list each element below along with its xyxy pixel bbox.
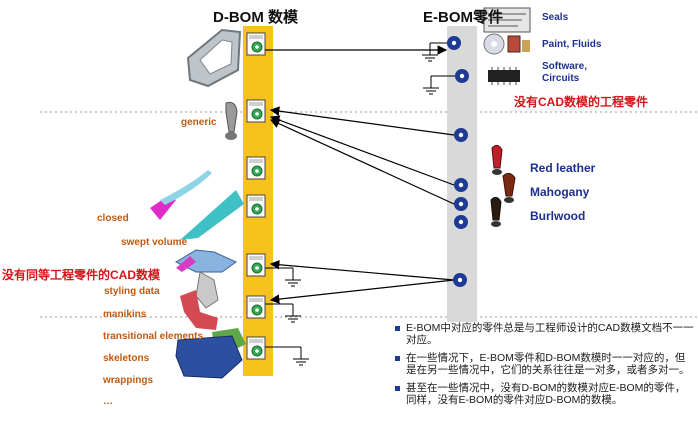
connection-arrow-6: [269, 279, 455, 304]
dbom-label-swept-volume: swept volume: [121, 237, 188, 248]
ebom-node-3: [454, 128, 468, 142]
ground-marker-dbom-2: [265, 303, 301, 323]
gear-hub: [255, 169, 259, 173]
gear-hub: [255, 45, 259, 49]
ebom-item-software: Software,: [542, 61, 588, 72]
dbom-label-manikins: manikins: [103, 309, 147, 320]
variant-mahogany: Mahogany: [530, 185, 590, 199]
dbom-label-ellipsis: …: [103, 396, 113, 407]
note-1: E-BOM中对应的零件总是与工程师设计的CAD数模文档不一一对应。: [394, 322, 694, 346]
gear-hub: [255, 207, 259, 211]
connection-arrow-4: [269, 119, 455, 205]
gear-hub: [255, 349, 259, 353]
ebom-node-7: [453, 273, 467, 287]
ground-marker-ebom-2: [423, 75, 455, 95]
dbom-label-styling-data: styling data: [104, 286, 160, 297]
part-hub: [459, 73, 465, 79]
variant-burlwood: Burlwood: [530, 209, 586, 223]
knob-variants-image: [490, 144, 516, 227]
notes-list: E-BOM中对应的零件总是与工程师设计的CAD数模文档不一一对应。 在一些情况下…: [394, 322, 694, 412]
ebom-node-1: [447, 36, 461, 50]
ebom-item-circuits: Circuits: [542, 73, 580, 84]
dbom-nodes: [246, 32, 266, 360]
note-3: 甚至在一些情况中，没有D-BOM的数模对应E-BOM的零件，同样，没有E-BOM…: [394, 382, 694, 406]
label-no-part-cad: 没有同等工程零件的CAD数模: [2, 268, 160, 282]
part-hub: [458, 201, 464, 207]
ebom-item-paint: Paint, Fluids: [542, 39, 602, 50]
cad-models-image: [150, 170, 246, 379]
note-2: 在一些情况下，E-BOM零件和D-BOM数模时一一对应的，但是在另一些情况中，它…: [394, 352, 694, 376]
gear-knob-image: [225, 101, 238, 140]
ebom-node-5: [454, 197, 468, 211]
dbom-node-2: [246, 99, 266, 123]
ground-marker-dbom-1: [265, 267, 301, 287]
document-header: [249, 197, 263, 201]
dbom-node-1: [246, 32, 266, 56]
unconnected-markers: [265, 42, 455, 366]
dbom-node-4: [246, 194, 266, 218]
ebom-node-2: [455, 69, 469, 83]
ebom-node-6: [454, 215, 468, 229]
car-door-image: [186, 28, 242, 88]
dbom-node-5: [246, 253, 266, 277]
dbom-node-6: [246, 295, 266, 319]
ebom-item-seals: Seals: [542, 12, 569, 23]
dbom-node-3: [246, 156, 266, 180]
dbom-title: D-BOM 数模: [213, 9, 298, 26]
document-header: [249, 339, 263, 343]
document-header: [249, 159, 263, 163]
document-header: [249, 298, 263, 302]
gear-hub: [255, 112, 259, 116]
document-header: [249, 102, 263, 106]
ground-marker-dbom-3: [265, 346, 309, 366]
part-hub: [458, 132, 464, 138]
dbom-label-transitional-elements: transitional elements: [103, 331, 204, 342]
document-header: [249, 35, 263, 39]
ebom-nodes: [447, 36, 469, 287]
ebom-node-4: [454, 178, 468, 192]
part-hub: [458, 219, 464, 225]
label-no-cad-parts: 没有CAD数模的工程零件: [514, 95, 648, 109]
dbom-label-skeletons: skeletons: [103, 353, 150, 364]
gear-hub: [255, 308, 259, 312]
variant-red-leather: Red leather: [530, 161, 596, 175]
part-hub: [457, 277, 463, 283]
connection-arrow-5: [269, 259, 455, 281]
dbom-label-closed: closed: [97, 213, 129, 224]
ground-marker-ebom-1: [422, 42, 448, 62]
part-hub: [451, 40, 457, 46]
dbom-node-7: [246, 336, 266, 360]
paint-fluids-image: [483, 33, 530, 55]
connection-arrow-2: [269, 106, 455, 136]
connections: [265, 45, 455, 304]
dbom-label-wrappings: wrappings: [103, 375, 154, 386]
document-header: [249, 256, 263, 260]
ebom-title: E-BOM零件: [423, 9, 503, 26]
gear-hub: [255, 266, 259, 270]
part-hub: [458, 182, 464, 188]
dbom-label-generic: generic: [181, 117, 217, 128]
circuit-chip-image: [488, 67, 520, 85]
connection-arrow-3: [269, 115, 455, 186]
seals-image: [483, 7, 531, 33]
